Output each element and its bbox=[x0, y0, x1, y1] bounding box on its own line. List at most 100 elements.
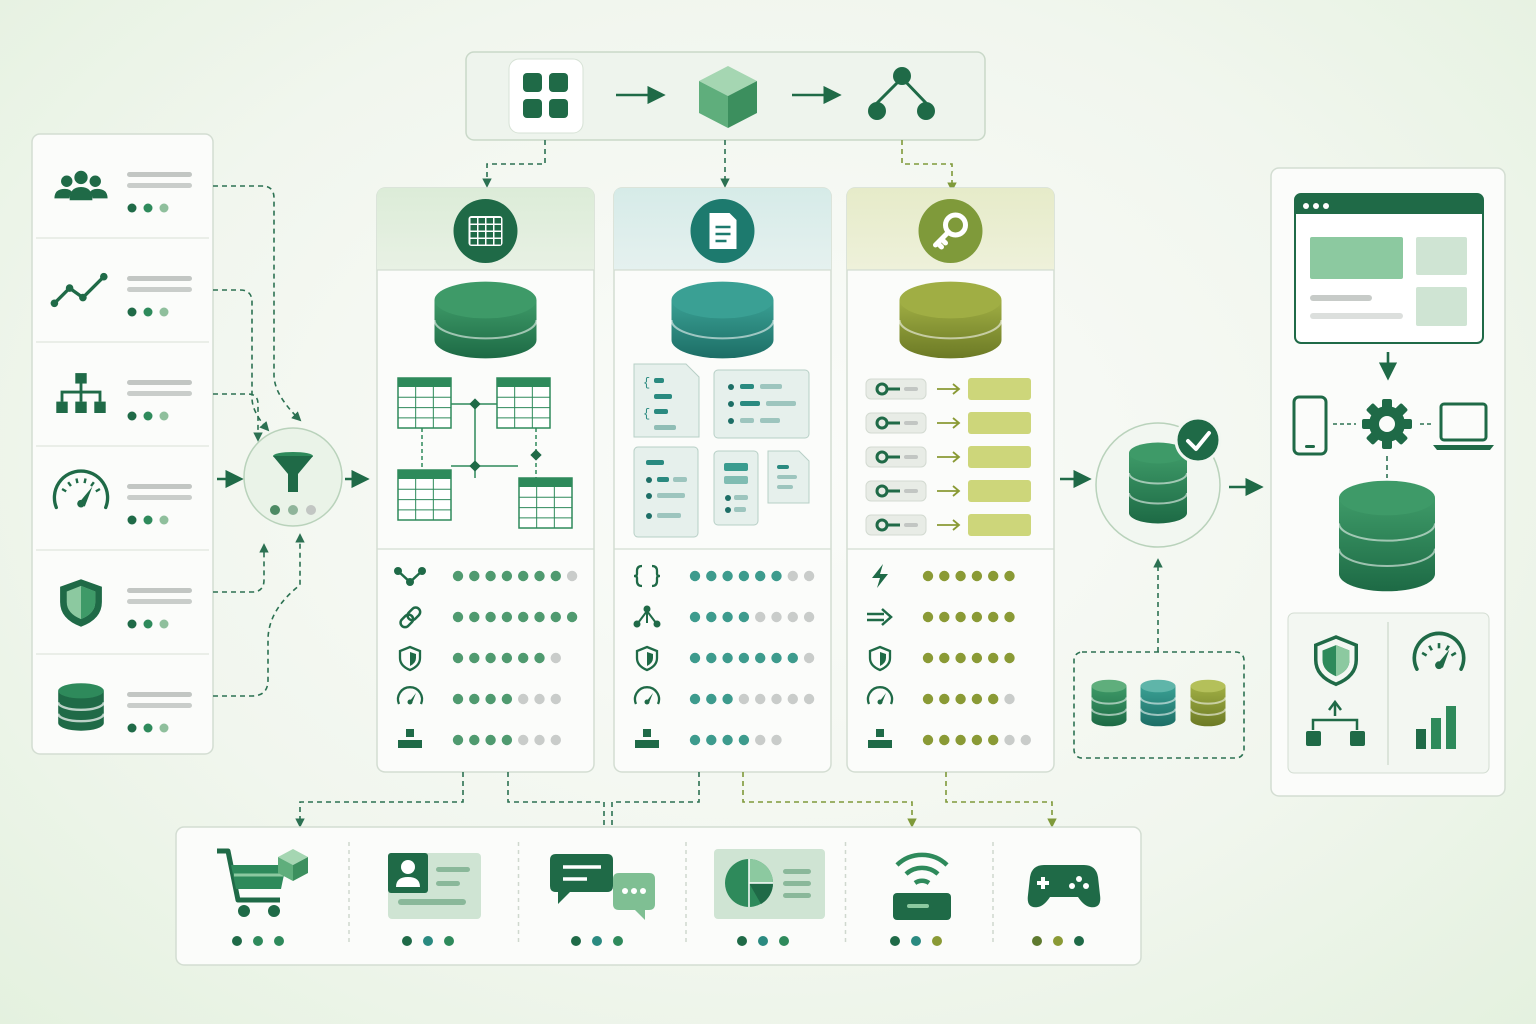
pie-chart-icon bbox=[714, 849, 825, 919]
status-dot bbox=[159, 619, 169, 629]
status-dot bbox=[232, 936, 242, 946]
use-case-item[interactable] bbox=[992, 842, 1101, 946]
rating-dot bbox=[738, 570, 750, 582]
rating-dot bbox=[988, 734, 999, 746]
rating-dot bbox=[689, 693, 701, 705]
rating-dot bbox=[485, 693, 496, 705]
source-row[interactable] bbox=[36, 341, 209, 421]
use-case-item[interactable] bbox=[517, 842, 656, 946]
source-row[interactable] bbox=[36, 237, 209, 317]
rating-dot bbox=[452, 693, 464, 705]
rating-dot bbox=[939, 652, 950, 664]
database-icon bbox=[1189, 679, 1227, 727]
database-icon bbox=[670, 281, 775, 359]
feature-row bbox=[633, 605, 815, 628]
status-dot bbox=[143, 723, 153, 733]
rating-dot bbox=[706, 734, 717, 746]
mobile-icon[interactable] bbox=[1292, 395, 1328, 456]
rating-dot bbox=[955, 734, 966, 746]
laptop-icon[interactable] bbox=[1433, 402, 1494, 450]
rating-dot bbox=[971, 652, 983, 664]
rating-dot bbox=[755, 611, 766, 623]
rating-dot bbox=[939, 611, 950, 623]
network-icon bbox=[633, 605, 661, 628]
document-card bbox=[767, 450, 810, 504]
use-case-item[interactable] bbox=[844, 842, 952, 946]
source-row[interactable] bbox=[54, 170, 192, 213]
status-dot bbox=[932, 936, 942, 946]
filter-node[interactable] bbox=[243, 427, 343, 527]
status-dot bbox=[159, 411, 169, 421]
source-row[interactable] bbox=[36, 549, 209, 629]
funnel-icon bbox=[273, 452, 313, 492]
document-collection: { { bbox=[633, 363, 810, 538]
blocks-icon bbox=[398, 729, 422, 748]
hierarchy-icon bbox=[56, 373, 106, 413]
rating-dot bbox=[518, 611, 529, 623]
rating-dot bbox=[469, 611, 480, 623]
feature-row bbox=[872, 564, 1015, 588]
text-line bbox=[127, 703, 192, 708]
rating-dot bbox=[534, 734, 545, 746]
shield-icon bbox=[1313, 635, 1359, 687]
rating-dot bbox=[939, 570, 950, 582]
rating-dot bbox=[803, 570, 815, 582]
database-icon bbox=[433, 281, 538, 359]
rating-dot bbox=[971, 734, 983, 746]
database-check-icon[interactable] bbox=[1095, 416, 1222, 548]
line-chart-icon bbox=[50, 272, 108, 308]
rating-dot bbox=[1020, 734, 1031, 746]
status-dot bbox=[143, 307, 153, 317]
status-dot bbox=[127, 619, 137, 629]
source-row[interactable] bbox=[36, 445, 209, 525]
rating-dot bbox=[706, 652, 717, 664]
table-icon bbox=[496, 377, 551, 429]
status-dot bbox=[127, 515, 137, 525]
use-case-item[interactable] bbox=[217, 848, 308, 946]
status-dot bbox=[274, 936, 284, 946]
key-value-column bbox=[846, 187, 1055, 773]
browser-window-icon bbox=[1294, 193, 1484, 344]
feature-row bbox=[396, 686, 561, 705]
status-dot bbox=[592, 936, 602, 946]
value-block bbox=[968, 446, 1031, 468]
rating-dot bbox=[501, 734, 513, 746]
cube-icon bbox=[699, 66, 757, 128]
source-row[interactable] bbox=[36, 653, 209, 733]
rating-dot bbox=[550, 734, 561, 746]
feature-row bbox=[398, 729, 561, 748]
rating-dot bbox=[550, 570, 561, 582]
rating-dot bbox=[501, 652, 513, 664]
feature-row bbox=[868, 729, 1031, 748]
rating-dot bbox=[771, 652, 782, 664]
shield-icon bbox=[60, 579, 102, 627]
use-case-item[interactable] bbox=[685, 842, 825, 946]
document-column bbox=[613, 187, 832, 773]
usecase-connectors bbox=[295, 772, 1057, 828]
use-case-item[interactable] bbox=[348, 842, 481, 946]
rating-dot bbox=[722, 693, 733, 705]
rating-dot bbox=[518, 693, 529, 705]
speedometer-icon bbox=[1412, 631, 1466, 671]
source-connectors bbox=[213, 185, 305, 697]
status-dot bbox=[143, 203, 153, 213]
feature-row bbox=[398, 645, 561, 672]
feature-row bbox=[635, 729, 782, 748]
key-icon[interactable] bbox=[918, 199, 983, 263]
gear-icon[interactable] bbox=[1362, 399, 1412, 449]
status-dot bbox=[779, 936, 789, 946]
blocks-icon bbox=[635, 729, 659, 748]
document-icon[interactable] bbox=[690, 199, 755, 263]
rating-dot bbox=[1004, 652, 1015, 664]
rating-dot bbox=[722, 570, 733, 582]
table-icon[interactable] bbox=[453, 199, 518, 263]
rating-dot bbox=[955, 611, 966, 623]
database-icon bbox=[898, 281, 1003, 359]
rating-dot bbox=[566, 570, 578, 582]
rating-dot bbox=[771, 734, 782, 746]
rating-dot bbox=[722, 652, 733, 664]
status-dot bbox=[159, 203, 169, 213]
rating-dot bbox=[485, 734, 496, 746]
rating-dot bbox=[787, 611, 798, 623]
rating-dot bbox=[722, 734, 733, 746]
